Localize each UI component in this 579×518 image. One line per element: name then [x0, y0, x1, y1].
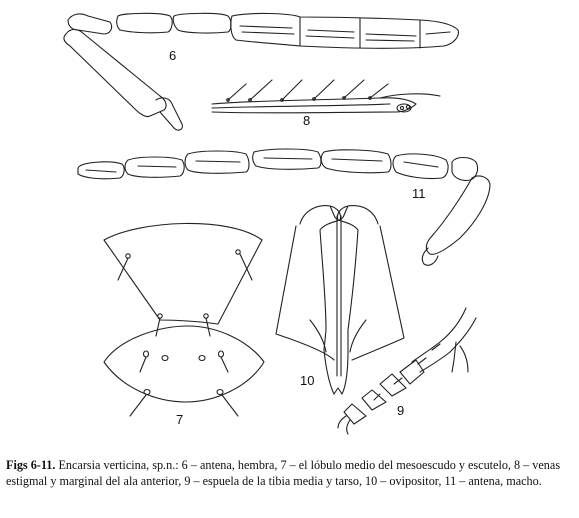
- caption-text: Encarsia verticina, sp.n.: 6 – antena, h…: [6, 458, 561, 488]
- label-fig9: 9: [397, 403, 404, 418]
- figure-caption: Figs 6-11. Encarsia verticina, sp.n.: 6 …: [6, 458, 574, 489]
- label-fig7: 7: [176, 412, 183, 427]
- label-fig10: 10: [300, 373, 314, 388]
- caption-label: Figs 6-11.: [6, 458, 56, 472]
- wing-veins-drawing: [212, 80, 440, 113]
- antenna-male-drawing: [78, 149, 490, 265]
- tibial-spur-tarsus-drawing: [338, 308, 476, 434]
- figure-drawings: 6 8 11: [0, 0, 579, 440]
- label-fig11: 11: [412, 186, 426, 201]
- label-fig8: 8: [303, 113, 310, 128]
- label-fig6: 6: [169, 48, 176, 63]
- mesoscutum-scutellum-drawing: [104, 223, 264, 416]
- ovipositor-drawing: [276, 206, 404, 394]
- antenna-female-drawing: [64, 13, 458, 130]
